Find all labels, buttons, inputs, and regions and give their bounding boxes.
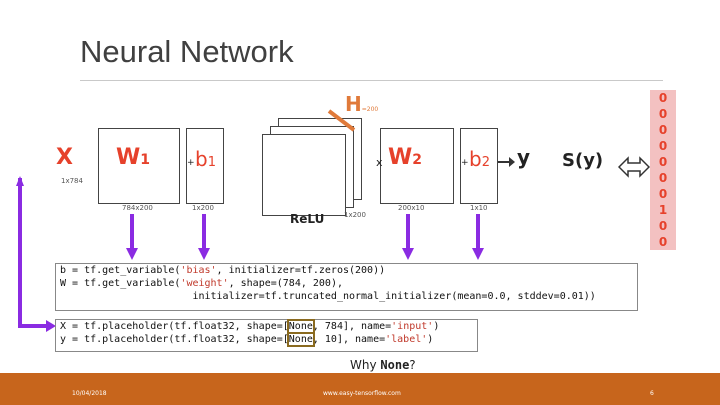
code-text: W = tf.get_variable( (60, 278, 181, 289)
b1-arrowhead (198, 248, 210, 260)
b2-box (460, 128, 498, 204)
softmax-label: S(y) (562, 150, 604, 171)
b1-main: b (195, 147, 208, 171)
plus-1: + (187, 158, 195, 168)
code-line-bias: b = tf.get_variable('bias', initializer=… (60, 264, 637, 277)
code-text: , shape=(784, 200), (228, 278, 343, 289)
w1-box (98, 128, 180, 204)
x-to-placeholder-arrow (18, 178, 50, 328)
w2-label: W2 (388, 145, 422, 170)
times-2: x (376, 156, 383, 169)
one-hot-cell: 0 (658, 123, 668, 137)
slide-title: Neural Network (80, 34, 294, 69)
b2-main: b (469, 147, 482, 171)
one-hot-cell: 0 (658, 235, 668, 249)
footer-url: www.easy-tensorflow.com (323, 390, 401, 397)
w1-arrowhead (126, 248, 138, 260)
w2-arrowhead (402, 248, 414, 260)
w2-main: W (388, 145, 413, 170)
code-string: 'label' (385, 334, 428, 345)
b2-sub: 2 (481, 155, 490, 170)
w2-box (380, 128, 454, 204)
h-eq: =200 (361, 106, 379, 113)
one-hot-cell: 0 (658, 219, 668, 233)
input-x-dim: 1x784 (61, 177, 83, 185)
code-line-initializer: initializer=tf.truncated_normal_initiali… (60, 291, 596, 302)
x-arrowhead (16, 176, 24, 186)
one-hot-cell: 0 (658, 155, 668, 169)
code-string: 'weight' (180, 278, 229, 289)
network-diagram: X 1x784 x W1 784x200 + b1 1x200 ReLU 1x2… (0, 90, 720, 250)
code-string: 'input' (391, 321, 434, 332)
placeholders-code-block: X = tf.placeholder(tf.float32, shape=[No… (55, 319, 478, 352)
footer-bar (0, 373, 720, 405)
b1-label: b1 (195, 147, 216, 171)
code-text: , initializer=tf.zeros(200)) (216, 265, 386, 276)
code-text: ) (427, 334, 434, 345)
question-code: None (380, 358, 410, 372)
code-text: X = tf.placeholder(tf.float32, shape=[ (60, 321, 289, 332)
b2-label: b2 (469, 147, 490, 171)
code-line-weight: W = tf.get_variable('weight', shape=(784… (60, 277, 637, 290)
footer-page-number: 6 (650, 390, 654, 397)
question-prefix: Why (350, 358, 381, 372)
w1-dim: 784x200 (122, 204, 153, 212)
hidden-size-pointer (327, 109, 356, 132)
b2-arrowhead (472, 248, 484, 260)
one-hot-cell: 0 (658, 139, 668, 153)
compare-double-arrow-icon (618, 156, 650, 178)
code-text: , 10], name= (312, 334, 386, 345)
hidden-size-label: H=200 (345, 92, 378, 116)
w2-dim: 200x10 (398, 204, 425, 212)
one-hot-cell: 0 (658, 107, 668, 121)
w1-label: W1 (116, 145, 150, 170)
relu-label: ReLU (290, 212, 325, 226)
one-hot-cell: 1 (658, 203, 668, 217)
variables-code-block: b = tf.get_variable('bias', initializer=… (55, 263, 638, 311)
b1-sub: 1 (207, 155, 216, 170)
code-text: b = tf.get_variable( (60, 265, 181, 276)
why-none-question: Why None? (350, 358, 416, 372)
h-main: H (345, 92, 362, 116)
footer-date: 10/04/2018 (72, 390, 107, 397)
w1-sub: 1 (140, 152, 151, 168)
relu-dim: 1x200 (344, 211, 366, 219)
one-hot-cell: 0 (658, 91, 668, 105)
b1-dim: 1x200 (192, 204, 214, 212)
one-hot-cell: 0 (658, 187, 668, 201)
code-line-input: X = tf.placeholder(tf.float32, shape=[No… (60, 319, 477, 334)
question-suffix: ? (409, 358, 416, 372)
output-y: y (517, 145, 531, 169)
title-divider (80, 80, 663, 81)
w2-sub: 2 (412, 152, 423, 168)
output-arrow (498, 157, 515, 167)
code-text: y = tf.placeholder(tf.float32, shape=[ (60, 334, 289, 345)
b2-dim: 1x10 (470, 204, 488, 212)
plus-2: + (461, 158, 469, 168)
code-text: , 784], name= (312, 321, 392, 332)
hidden-layer-box-1 (262, 134, 346, 216)
one-hot-label-vector: 0 0 0 0 0 0 0 1 0 0 (650, 90, 676, 250)
none-highlight: None (286, 332, 315, 347)
one-hot-cell: 0 (658, 171, 668, 185)
input-x-label: X (56, 145, 73, 170)
code-line-label: y = tf.placeholder(tf.float32, shape=[No… (60, 332, 477, 347)
code-text: ) (433, 321, 440, 332)
code-string: 'bias' (180, 265, 217, 276)
w1-main: W (116, 145, 141, 170)
none-highlight: None (286, 319, 315, 334)
b1-box (186, 128, 224, 204)
x-placeholder-arrowhead (46, 320, 56, 332)
